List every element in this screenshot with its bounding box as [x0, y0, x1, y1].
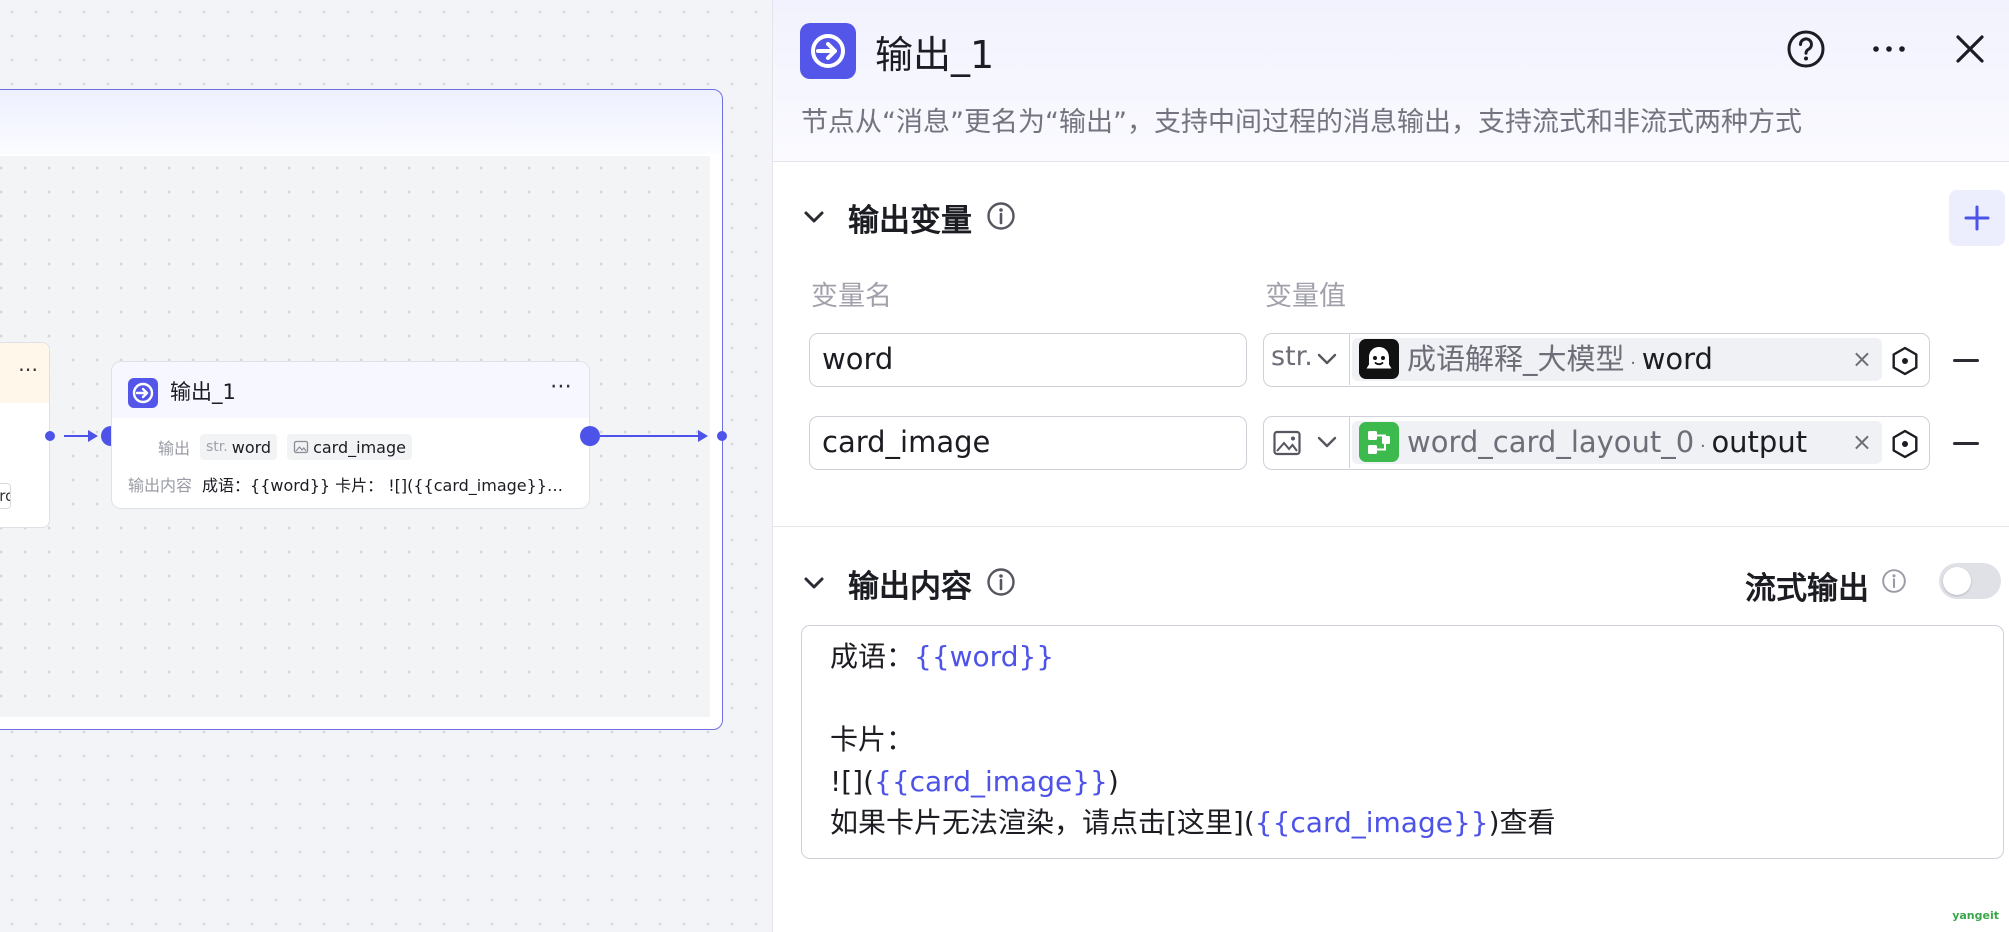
string-type-icon: str.: [206, 439, 228, 455]
content-label: 输出内容: [128, 476, 193, 495]
variable-reference: {{card_image}}: [1254, 806, 1489, 839]
output-port[interactable]: [45, 431, 55, 441]
clear-icon[interactable]: ×: [1851, 345, 1872, 373]
outputs-label: 输出: [158, 439, 191, 458]
chevron-down-icon: [1317, 353, 1337, 365]
reference-text: word_card_layout_0 · output: [1407, 425, 1808, 459]
plus-icon: [1964, 205, 1990, 231]
info-icon[interactable]: [986, 567, 1016, 597]
column-header-name: 变量名: [811, 281, 892, 312]
previous-node-header: ⋯: [0, 343, 49, 403]
panel-header: 输出_1 节点从“消息”更名为“输出”，支持中间过程的消息输出，支持流式和非流式…: [773, 0, 2009, 162]
arrow-icon: [88, 430, 98, 442]
workflow-canvas[interactable]: ⋯ ard 输出_1 ⋯ 输出 str. word card_image 输: [0, 0, 772, 932]
variable-name-input[interactable]: word: [809, 333, 1247, 387]
chevron-down-icon[interactable]: [801, 204, 827, 230]
more-icon[interactable]: ⋯: [18, 357, 39, 381]
variable-picker-icon[interactable]: [1889, 428, 1921, 460]
output-tag: ard: [0, 483, 11, 509]
content-text: 卡片：: [830, 723, 915, 756]
content-text: ![](: [830, 764, 874, 798]
info-icon[interactable]: [1881, 568, 1907, 594]
panel-description: 节点从“消息”更名为“输出”，支持中间过程的消息输出，支持流式和非流式两种方式: [801, 107, 1802, 138]
edge-line: [600, 435, 700, 437]
reference-chip[interactable]: 成语解释_大模型 · word ×: [1352, 338, 1882, 381]
reference-source: word_card_layout_0: [1407, 425, 1695, 459]
reference-field: output: [1711, 425, 1808, 459]
group-end-port[interactable]: [717, 431, 727, 441]
watermark: yangeit: [1952, 909, 1999, 922]
close-icon[interactable]: [1948, 27, 1992, 71]
type-select[interactable]: str.: [1264, 334, 1350, 385]
variable-reference: {{word}}: [914, 640, 1055, 673]
node-outputs-row: 输出 str. word card_image: [158, 434, 412, 460]
info-icon[interactable]: [986, 201, 1016, 231]
column-header-value: 变量值: [1265, 281, 1346, 312]
content-preview: 成语：{{word}} 卡片： ![]({{card_image}}) 如…: [202, 476, 568, 495]
remove-variable-button[interactable]: [1953, 359, 1979, 362]
toggle-knob: [1943, 567, 1971, 595]
content-line: 成语：{{word}}: [830, 636, 1975, 678]
output-node-card[interactable]: 输出_1 ⋯ 输出 str. word card_image 输出内容 成语：{…: [111, 361, 590, 509]
var-tag-card-image: card_image: [287, 434, 412, 460]
reference-field: word: [1641, 342, 1713, 376]
node-header: 输出_1 ⋯: [112, 362, 589, 418]
edge-line: [64, 435, 92, 437]
variable-value-field[interactable]: word_card_layout_0 · output ×: [1263, 416, 1930, 470]
remove-variable-button[interactable]: [1953, 442, 1979, 445]
streaming-output-label: 流式输出: [1745, 571, 1869, 607]
content-text: )查看: [1488, 806, 1556, 839]
content-line: 如果卡片无法渲染，请点击[这里]({{card_image}})查看: [830, 802, 1975, 844]
content-line: 卡片：: [830, 719, 1975, 761]
clear-icon[interactable]: ×: [1851, 428, 1872, 456]
variable-name-input[interactable]: card_image: [809, 416, 1247, 470]
output-port[interactable]: [580, 426, 600, 446]
tag-name: word: [231, 437, 272, 457]
node-title: 输出_1: [170, 380, 236, 404]
node-content-row: 输出内容 成语：{{word}} 卡片： ![]({{card_image}})…: [128, 472, 568, 496]
output-content-title: 输出内容: [848, 569, 972, 605]
tag-name: card_image: [313, 437, 406, 457]
content-text: 如果卡片无法渲染，请点击[这里](: [830, 806, 1255, 839]
section-divider: [773, 526, 2009, 527]
help-icon[interactable]: [1784, 27, 1828, 71]
output-content-editor[interactable]: 成语：{{word}}卡片：![]({{card_image}})如果卡片无法渲…: [801, 625, 2004, 859]
variable-reference: {{card_image}}: [874, 764, 1108, 798]
node-settings-panel: 输出_1 节点从“消息”更名为“输出”，支持中间过程的消息输出，支持流式和非流式…: [772, 0, 2009, 932]
streaming-toggle[interactable]: [1939, 563, 2001, 599]
output-node-icon: [128, 378, 158, 408]
content-line: [830, 678, 1975, 720]
content-line: ![]({{card_image}}): [830, 761, 1975, 803]
content-text: ): [1107, 764, 1119, 798]
reference-chip[interactable]: word_card_layout_0 · output ×: [1352, 421, 1882, 464]
group-header: [0, 90, 722, 154]
more-icon[interactable]: ⋯: [550, 374, 573, 399]
llm-node-icon: [1359, 339, 1399, 379]
add-variable-button[interactable]: [1949, 190, 2005, 246]
var-tag-word: str. word: [200, 434, 278, 460]
image-icon: [1273, 430, 1301, 456]
content-text: 成语：: [830, 640, 915, 673]
arrow-icon: [698, 430, 708, 442]
output-node-icon: [800, 23, 856, 79]
variable-picker-icon[interactable]: [1889, 345, 1921, 377]
layout-node-icon: [1359, 422, 1399, 462]
reference-text: 成语解释_大模型 · word: [1407, 342, 1713, 376]
type-select[interactable]: [1264, 417, 1350, 468]
output-vars-title: 输出变量: [848, 203, 972, 239]
panel-title[interactable]: 输出_1: [875, 33, 995, 77]
more-icon[interactable]: [1867, 27, 1911, 71]
chevron-down-icon: [1317, 436, 1337, 448]
previous-node-card[interactable]: ⋯ ard: [0, 342, 50, 528]
reference-source: 成语解释_大模型: [1407, 342, 1625, 376]
string-type-label: str.: [1271, 341, 1313, 372]
variable-value-field[interactable]: str. 成语解释_大模型 · word ×: [1263, 333, 1930, 387]
image-icon: [293, 440, 309, 454]
chevron-down-icon[interactable]: [801, 570, 827, 596]
